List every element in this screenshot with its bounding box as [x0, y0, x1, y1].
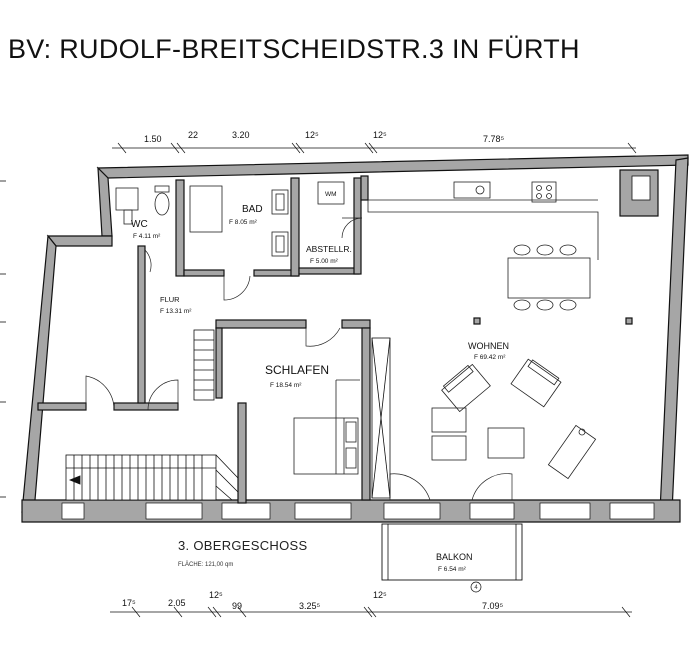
balkon-marker: 4: [474, 585, 478, 591]
dim-top-2: 22: [188, 130, 198, 140]
wc-area: F 4.11 m²: [133, 233, 161, 240]
staircase: [65, 329, 239, 501]
dim-top-4: 12⁵: [305, 130, 319, 140]
bathroom-fixtures: [115, 181, 345, 257]
dim-bottom-5: 3.25⁵: [299, 601, 321, 611]
flur-area: F 13.31 m²: [160, 308, 192, 315]
abstell-area: F 5.00 m²: [310, 258, 339, 265]
bedroom-furniture: [293, 379, 360, 475]
wohnen-label: WOHNEN: [468, 341, 509, 351]
wohnen-area: F 69.42 m²: [474, 354, 506, 361]
abstell-label: ABSTELLR.: [306, 244, 352, 254]
balkon-label: BALKON: [436, 552, 473, 562]
bottom-dimension-line: [110, 606, 632, 618]
kitchen: [367, 181, 599, 311]
flur-label: FLUR: [160, 295, 180, 304]
margin-ticks: [0, 180, 6, 498]
dim-top-5: 12⁵: [373, 130, 387, 140]
dim-top-3: 3.20: [232, 130, 250, 140]
balkon-area: F 6.54 m²: [438, 566, 467, 573]
bad-label: BAD: [242, 204, 263, 215]
living-furniture: [431, 358, 597, 480]
bad-area: F 8.05 m²: [229, 219, 258, 226]
dim-top-6: 7.78⁵: [483, 134, 505, 144]
top-dimension-line: [112, 142, 637, 154]
wc-label: WC: [131, 219, 148, 230]
dim-bottom-1: 17⁵: [122, 598, 136, 608]
door-swings: [85, 217, 513, 501]
wm-label: WM: [325, 191, 337, 198]
dim-bottom-7: 7.09⁵: [482, 601, 504, 611]
plan-title: BV: RUDOLF-BREITSCHEIDSTR.3 IN FÜRTH: [8, 34, 580, 64]
interior-walls: [37, 175, 633, 504]
bottom-window-openings: [61, 502, 655, 520]
balcony: [381, 523, 523, 593]
dim-bottom-2: 2.05: [168, 598, 186, 608]
sliding-element: [371, 337, 391, 499]
floor-name: 3. OBERGESCHOSS: [178, 538, 308, 553]
floor-area: FLÄCHE: 121,00 qm: [178, 561, 233, 568]
schlafen-label: SCHLAFEN: [265, 363, 329, 377]
dim-bottom-6: 12⁵: [373, 590, 387, 600]
dim-top-1: 1.50: [144, 134, 162, 144]
dim-bottom-3: 12⁵: [209, 590, 223, 600]
schlafen-area: F 18.54 m²: [270, 382, 302, 389]
dim-bottom-4: 99: [232, 601, 242, 611]
